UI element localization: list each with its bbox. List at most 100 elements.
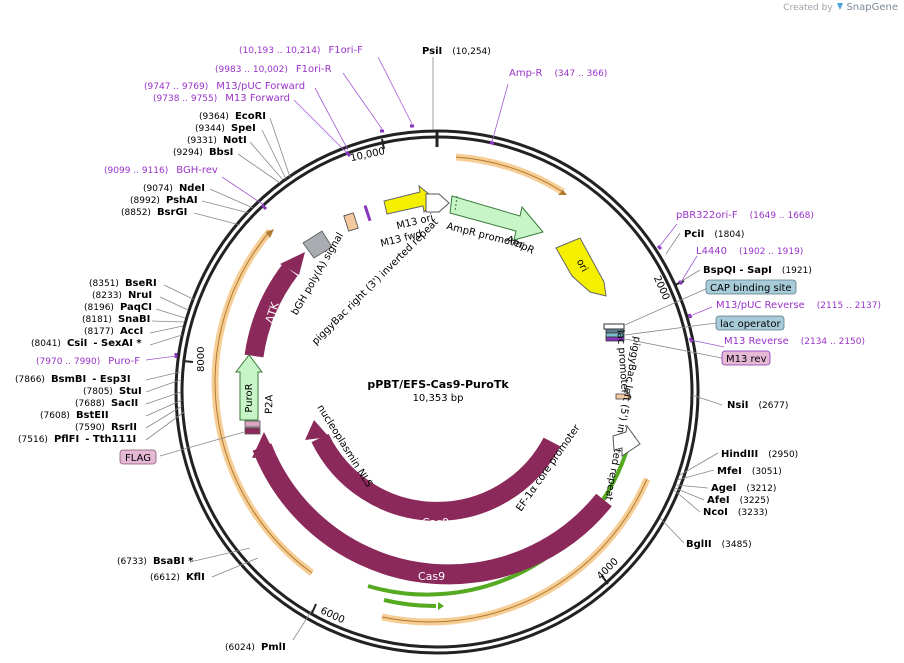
site-position: (8852) [121,208,151,218]
primer-range: (9738 .. 9755) [153,94,217,104]
site-name: BseRI [125,278,157,289]
site-name: SacII [111,398,138,409]
site-position: (3212) [746,484,776,494]
primer-name: Amp-R [509,68,543,79]
efs-arrow [612,424,641,457]
p2a-label: P2A [264,394,276,414]
primer-range: (9747 .. 9769) [144,82,208,92]
flag-feature-box [119,449,157,465]
site-name: KflI [186,572,205,583]
site-name: PflFI [54,434,79,445]
snapgene-name: SnapGene [846,2,898,13]
site-position: (8041) [31,339,61,349]
site-bseri: (8351) BseRI [89,278,157,289]
site-name: PmlI [261,642,286,653]
snapgene-brand: Created by SnapGene [783,1,898,13]
site-name: AccI [120,326,143,337]
site-name: HindIII [721,449,758,460]
site-position: (3233) [738,508,768,518]
site-bsabi: (6733) BsaBI * [117,556,194,567]
puror-arrow [234,354,264,421]
tick-label-10000: 10,000 [350,146,387,164]
site-name: StuI [119,386,142,397]
site-ecori: (9364)EcoRI [199,111,266,122]
primer-name: M13/pUC Reverse [716,300,805,311]
cas9-outer-arrowhead [252,432,276,458]
site-name: NsiI [727,400,748,411]
primer-name: L4440 [696,246,727,257]
ampr-promoter-arrow [425,193,450,213]
site-extra: - Esp3I [92,374,130,385]
site-ndei: (9074)NdeI [143,183,205,194]
primer-bgh-rev: (9099 .. 9116)BGH-rev [104,165,218,176]
cas9-inner-label: Cas9 [422,516,449,529]
flag-label: FLAG [125,453,151,464]
site-position: (8233) [92,291,122,301]
primer-name: BGH-rev [176,165,218,176]
puror-label: PuroR [244,383,255,412]
site-name: CsiI [67,338,87,349]
efs-outer-band [381,477,651,626]
dtk-arc [244,264,298,358]
site-position: (6024) [225,643,255,653]
primer-l4440: L4440 (1902 .. 1919) [696,246,803,257]
site-snabi: (8181)SnaBI [82,314,150,325]
pb-right-label: piggyBac right (3') inverted repeat [310,217,441,348]
site-name: BsrGI [157,207,187,218]
site-paqci: (8196)PaqCI [84,302,152,313]
site-csii: (8041)CsiI- SexAI * [31,338,142,349]
primer-range: (2115 .. 2137) [817,301,881,311]
site-spei: (9344)SpeI [195,123,256,134]
primer-m13-fwd: (9738 .. 9755)M13 Forward [153,93,290,104]
site-kfli: (6612)KflI [150,572,205,583]
m13rev-label: M13 rev [726,354,767,365]
primer-name: F1ori-R [296,64,332,75]
site-position: (8177) [84,327,114,337]
bgh-polya-box [302,230,333,259]
site-name: BsaBI * [153,556,194,567]
site-position: (1921) [782,266,812,276]
site-labels: PsiI(10,254)(9364)EcoRI(9344)SpeI(9331)N… [15,46,812,653]
cap-label: CAP binding site [710,283,792,294]
site-position: (9074) [143,184,173,194]
site-name: AfeI [707,495,730,506]
primer-range: (7970 .. 7990) [36,357,100,367]
site-position: (8196) [84,303,114,313]
lacop-label: lac operator [720,319,781,330]
site-position: (8181) [82,315,112,325]
site-afei: AfeI (3225) [707,495,770,506]
site-hindiii: HindIII(2950) [721,449,798,460]
primer-m13-reverse: M13 Reverse(2134 .. 2150) [724,336,865,347]
primer-name: M13/pUC Forward [216,81,305,92]
lac-promoter-label: lac promoter [614,330,629,395]
site-drui: (8233)NruI [92,290,152,301]
site-noti: (9331)NotI [187,135,247,146]
site-position: (7516) [18,435,48,445]
tick-label-4000: 4000 [595,556,621,582]
site-sacii: (7688)SacII [75,398,138,409]
primer-labels: (10,193 .. 10,214)F1ori-F(9983 .. 10,002… [36,45,881,367]
primer-f1ori-r: (9983 .. 10,002) F1ori-R [215,64,332,75]
site-position: (3485) [722,540,752,550]
primer-m13puc-rev: M13/pUC Reverse (2115 .. 2137) [716,300,881,311]
site-position: (8351) [89,279,119,289]
site-name: BspQI - SapI [703,265,772,276]
site-bglii: BglII(3485) [686,539,752,550]
cas9-outer-arc [252,443,612,585]
site-position: (9331) [187,136,217,146]
m13rev-box [721,350,771,366]
site-position: (6733) [117,557,147,567]
primer-range: (9983 .. 10,002) [215,65,288,75]
site-position: (3051) [752,467,782,477]
site-stui: (7805)StuI [83,386,142,397]
site-position: (3225) [740,496,770,506]
site-ncoi: NcoI(3233) [703,507,768,518]
boxed-features: CAP binding site lac operator M13 rev FL… [119,279,797,465]
primer-range: (1902 .. 1919) [739,247,803,257]
site-name: PsiI [422,46,442,57]
site-bsteii: (7608)BstEII [40,410,109,421]
site-position: (8992) [130,196,160,206]
site-position: (10,254) [452,47,491,57]
tick-label-8000: 8000 [196,347,207,372]
